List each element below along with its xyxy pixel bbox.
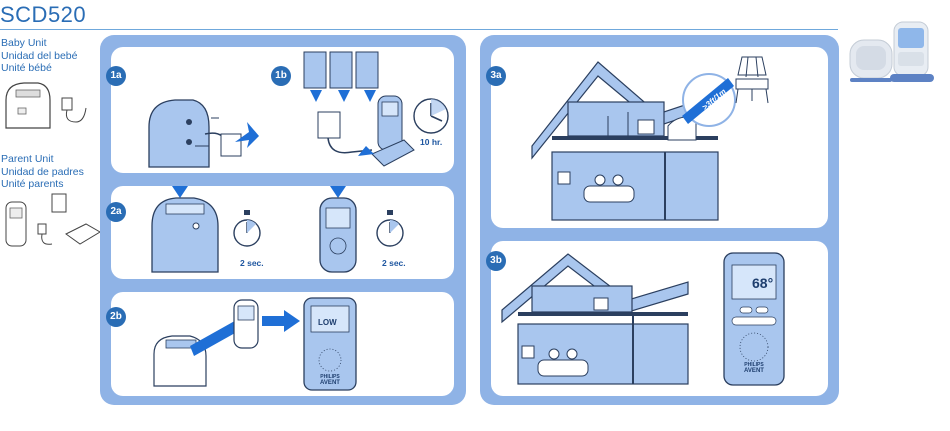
parent-unit-charging-illustration bbox=[303, 51, 415, 167]
step-1b-badge: 1b bbox=[271, 66, 291, 86]
brand-avent-2b: AVENT bbox=[320, 380, 340, 386]
hold-time-parent-caption: 2 sec. bbox=[382, 258, 406, 268]
step-3a-badge: 3a bbox=[486, 66, 506, 86]
house-illustration-3a bbox=[531, 61, 725, 221]
charge-time-caption: 10 hr. bbox=[420, 137, 443, 147]
baby-unit-power-illustration bbox=[148, 99, 259, 168]
range-test-illustration bbox=[153, 299, 259, 387]
crib-icon bbox=[735, 56, 769, 104]
product-photo bbox=[849, 21, 934, 82]
clock-icon bbox=[413, 98, 449, 134]
page-title: SCD520 bbox=[0, 2, 87, 27]
step-1a-badge: 1a bbox=[106, 66, 126, 86]
stopwatch-icon-baby bbox=[233, 210, 261, 247]
temperature-readout: 68° bbox=[752, 275, 774, 291]
step-2a-badge: 2a bbox=[106, 202, 126, 222]
parent-unit-press-illustration bbox=[319, 186, 357, 273]
title-rule bbox=[0, 29, 838, 30]
parent-unit-device bbox=[303, 297, 357, 391]
step-2b-badge: 2b bbox=[106, 307, 126, 327]
next-arrow-icon bbox=[262, 310, 300, 332]
stopwatch-icon-parent bbox=[376, 210, 404, 247]
baby-unit-illustration bbox=[5, 82, 87, 129]
parent-unit-illustration bbox=[5, 193, 101, 247]
house-illustration-3b bbox=[501, 253, 689, 385]
brand-philips-2b: PHILIPS bbox=[320, 374, 340, 380]
brand-avent-3b: AVENT bbox=[744, 368, 764, 374]
baby-unit-press-illustration bbox=[151, 186, 219, 273]
brand-philips-3b: PHILIPS bbox=[744, 362, 764, 368]
lcd-low-text: LOW bbox=[318, 318, 337, 327]
step-3b-badge: 3b bbox=[486, 251, 506, 271]
parent-unit-device-3b bbox=[723, 252, 785, 386]
range-arrow-3a bbox=[682, 73, 736, 127]
hold-time-baby-caption: 2 sec. bbox=[240, 258, 264, 268]
